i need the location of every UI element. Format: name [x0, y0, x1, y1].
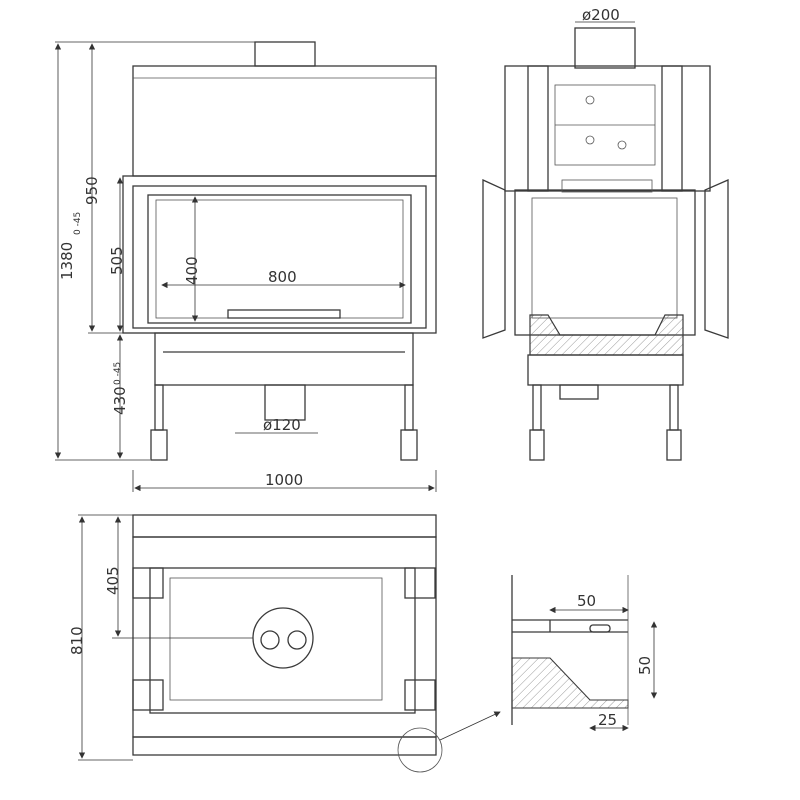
dim-total-height-tol: 0 -45 — [73, 212, 83, 235]
detail-view: 50 50 25 — [511, 575, 658, 732]
detail-dim-50-side: 50 — [636, 656, 654, 675]
dim-width: 1000 — [265, 471, 303, 489]
plan-view: 810 405 — [68, 514, 501, 773]
detail-chamfer — [511, 657, 629, 709]
dim-950: 950 — [83, 176, 101, 205]
side-wing-right — [704, 179, 729, 339]
dim-430: 430 — [111, 386, 129, 415]
side-wing-left — [482, 178, 506, 339]
dim-800: 800 — [268, 268, 297, 286]
side-leg-right — [669, 384, 679, 431]
side-flue-collar — [574, 27, 636, 69]
front-view: 1380 0 -45 950 505 430 0 -45 400 800 ø12… — [54, 41, 437, 492]
front-door-handle — [227, 309, 341, 319]
plan-outer-frame — [132, 514, 437, 538]
plan-dim-405: 405 — [104, 566, 122, 595]
front-base-frame — [154, 332, 414, 386]
front-flue-collar — [254, 41, 316, 67]
dim-air-inlet: ø120 — [263, 416, 301, 434]
dim-505: 505 — [108, 246, 126, 275]
side-view: ø200 — [482, 6, 729, 461]
front-leg-left — [154, 384, 164, 431]
detail-dim-25: 25 — [598, 711, 617, 729]
plan-dim-810: 810 — [68, 626, 86, 655]
dim-400: 400 — [183, 256, 201, 285]
plan-flue-outlet — [252, 607, 314, 669]
dim-total-height: 1380 — [58, 242, 76, 280]
side-firebox — [514, 189, 696, 336]
side-firebox-base — [529, 314, 684, 356]
side-leg-left — [532, 384, 542, 431]
front-air-inlet — [264, 384, 306, 421]
front-leg-right — [404, 384, 414, 431]
plan-detail-circle — [397, 727, 443, 773]
side-dim-flue: ø200 — [582, 6, 620, 24]
front-glass-window — [147, 194, 412, 324]
front-upper-housing — [132, 65, 437, 177]
dim-430-tol: 0 -45 — [113, 362, 123, 385]
detail-dim-50-top: 50 — [577, 592, 596, 610]
